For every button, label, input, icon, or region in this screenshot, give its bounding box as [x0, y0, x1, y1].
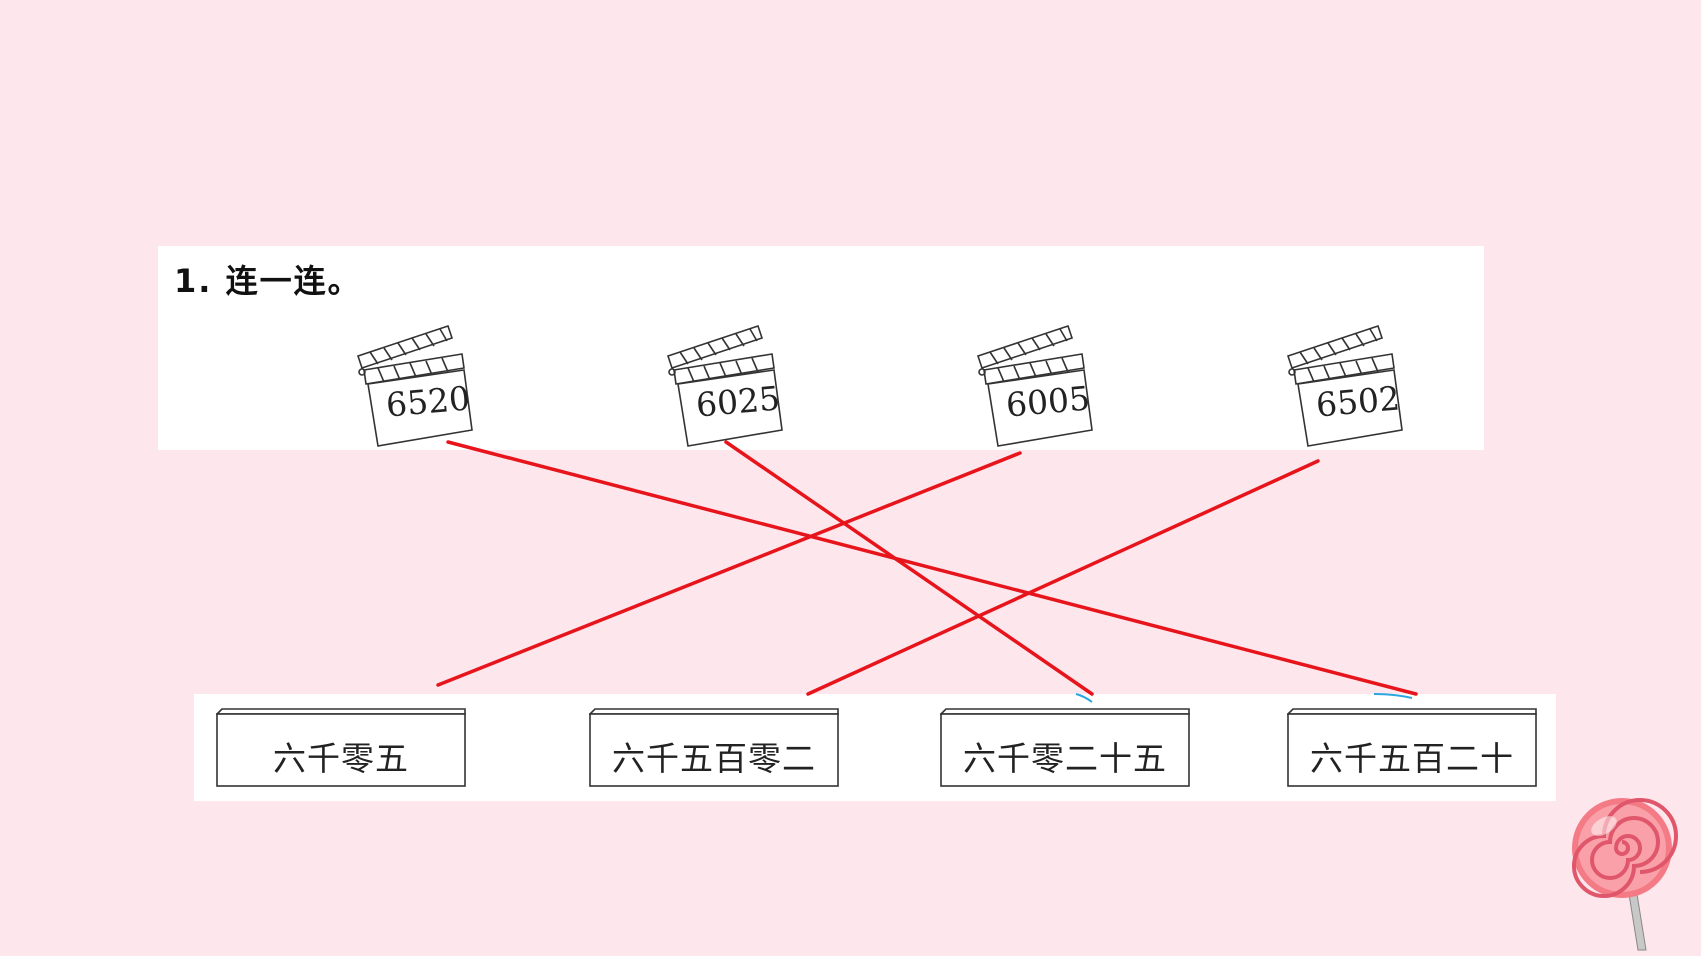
connection-6520 — [446, 440, 1418, 696]
number-card-6005[interactable]: 6005 — [976, 318, 1096, 450]
word-box-2[interactable]: 六千五百零二 — [589, 708, 839, 788]
word-label: 六千零五 — [273, 739, 409, 778]
word-box-4[interactable]: 六千五百二十 — [1287, 708, 1537, 788]
word-box-1[interactable]: 六千零五 — [216, 708, 466, 788]
box-frame — [1287, 708, 1537, 787]
word-label: 六千五百二十 — [1310, 739, 1514, 778]
box-frame — [589, 708, 839, 787]
clapperboard-icon — [1286, 324, 1403, 447]
question-title: 1. 连一连。 — [174, 262, 362, 300]
word-box-3[interactable]: 六千零二十五 — [940, 708, 1190, 788]
number-card-6502[interactable]: 6502 — [1286, 318, 1406, 450]
number-card-6025[interactable]: 6025 — [666, 318, 786, 450]
clapperboard-icon — [356, 324, 473, 447]
connection-6025 — [724, 440, 1094, 696]
clapperboard-icon — [666, 324, 783, 447]
box-frame — [940, 708, 1190, 787]
box-frame — [216, 708, 466, 787]
number-card-6520[interactable]: 6520 — [356, 318, 476, 450]
connection-6005 — [436, 451, 1022, 687]
connection-6502 — [806, 459, 1320, 696]
word-label: 六千零二十五 — [963, 739, 1167, 778]
lollipop-icon — [1572, 798, 1678, 951]
clapperboard-icon — [976, 324, 1093, 447]
word-label: 六千五百零二 — [612, 739, 816, 778]
